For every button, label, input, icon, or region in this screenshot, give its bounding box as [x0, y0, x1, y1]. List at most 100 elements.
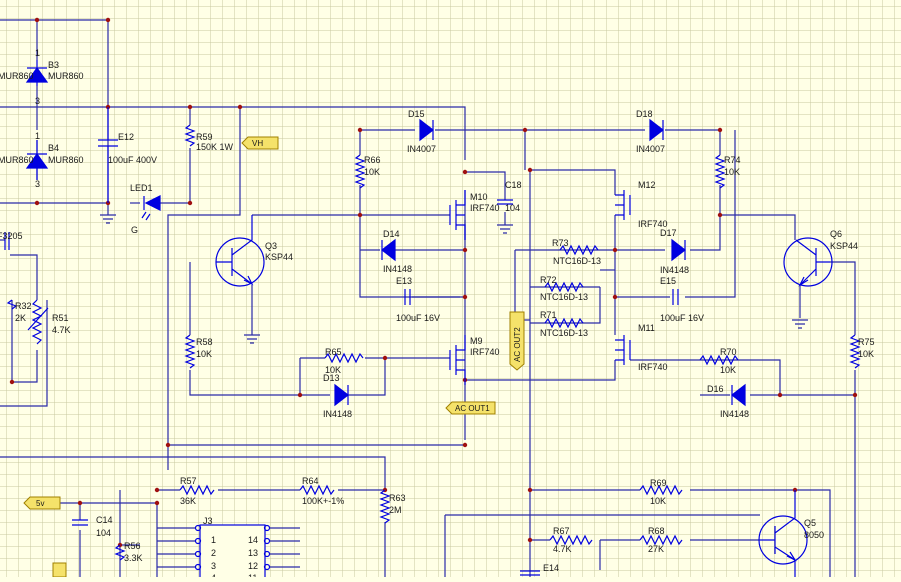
r51-value: 4.7K	[52, 325, 71, 335]
led1-pin: G	[131, 225, 138, 235]
j3-pin-1: 1	[211, 535, 216, 545]
r51-ref: R51	[52, 313, 69, 323]
q3-transistor-symbol	[215, 215, 265, 287]
c18-capacitor-symbol	[497, 199, 513, 205]
r75-value: 10K	[858, 349, 874, 359]
m12-mosfet-symbol	[615, 190, 631, 220]
r70-value: 10K	[720, 365, 736, 375]
r51-resistor-symbol	[27, 299, 49, 345]
r68-value: 27K	[648, 544, 664, 554]
r72-value: NTC16D-13	[540, 292, 588, 302]
r67-ref: R67	[553, 526, 570, 536]
b4-diode-symbol	[25, 140, 49, 180]
d16-ref: D16	[707, 384, 724, 394]
r74-ref: R74	[724, 155, 741, 165]
b4-pin3: 3	[35, 179, 40, 189]
r63-value: 2M	[389, 505, 402, 515]
c18-ref: C18	[505, 180, 522, 190]
r32-value: 2K	[15, 313, 26, 323]
ground-icon	[100, 214, 116, 224]
net-label-vh: VH	[241, 136, 279, 150]
d14-ref: D14	[383, 229, 400, 239]
j3-connector-body	[199, 524, 266, 582]
b4-value: MUR860	[48, 155, 84, 165]
r75-ref: R75	[858, 337, 875, 347]
m10-ref: M10	[470, 192, 488, 202]
j3-ref: J3	[203, 516, 213, 526]
j3-pin-12: 12	[248, 561, 258, 571]
q5-transistor-symbol	[758, 490, 808, 580]
r68-ref: R68	[648, 526, 665, 536]
d17-diode-symbol	[671, 238, 686, 262]
r70-ref: R70	[720, 347, 737, 357]
r56-value: 3.3K	[124, 553, 143, 563]
d15-diode-symbol	[419, 118, 434, 142]
ground-symbols	[100, 214, 808, 344]
f3205-ref: F3205	[0, 231, 23, 241]
led1-symbol	[141, 195, 161, 221]
e13-ref: E13	[396, 276, 412, 286]
r66-value: 10K	[364, 167, 380, 177]
ground-icon	[497, 224, 513, 234]
r68-resistor-symbol	[639, 534, 683, 546]
j3-pins	[194, 524, 271, 571]
r75-resistor-symbol	[849, 334, 861, 369]
m11-value: IRF740	[638, 362, 668, 372]
b3-pin3: 3	[35, 96, 40, 106]
e14-capacitor-symbol	[520, 570, 540, 576]
net-label-acout1: AC OUT1	[445, 401, 496, 415]
r69-value: 10K	[650, 496, 666, 506]
e14-ref: E14	[543, 563, 559, 573]
r56-resistor-symbol	[114, 544, 126, 561]
r73-value: NTC16D-13	[553, 256, 601, 266]
d15-value: IN4007	[407, 144, 436, 154]
c14-value: 104	[96, 528, 111, 538]
r71-value: NTC16D-13	[540, 328, 588, 338]
e15-value: 100uF 16V	[660, 313, 704, 323]
j3-pin-13: 13	[248, 548, 258, 558]
r32-ref: R32	[15, 301, 32, 311]
m9-ref: M9	[470, 336, 483, 346]
r64-resistor-symbol	[299, 484, 335, 496]
c14-ref: C14	[96, 515, 113, 525]
e12-capacitor-symbol	[98, 107, 118, 203]
b4-value-left: MUR860	[0, 155, 34, 165]
m9-mosfet-symbol	[449, 335, 466, 385]
j3-pin-11: 11	[248, 573, 257, 577]
m12-ref: M12	[638, 180, 656, 190]
c18-value: 104	[505, 203, 520, 213]
r69-ref: R69	[650, 478, 667, 488]
r63-resistor-symbol	[379, 489, 391, 524]
e13-capacitor-symbol	[404, 289, 411, 305]
d13-diode-symbol	[334, 383, 349, 407]
r72-resistor-symbol	[544, 281, 584, 293]
m11-mosfet-symbol	[615, 335, 631, 365]
j3-pin-3: 3	[211, 561, 216, 571]
svg-text:VH: VH	[252, 139, 263, 148]
d17-ref: D17	[660, 228, 677, 238]
r66-ref: R66	[364, 155, 381, 165]
b4-ref: B4	[48, 143, 59, 153]
q3-ref: Q3	[265, 241, 277, 251]
d14-diode-symbol	[381, 238, 396, 262]
f3205-symbol	[4, 232, 10, 250]
e15-capacitor-symbol	[672, 289, 679, 305]
m11-ref: M11	[638, 323, 655, 333]
b3-value: MUR860	[48, 71, 84, 81]
b3-value-left: MUR860	[0, 71, 34, 81]
d13-ref: D13	[323, 373, 340, 383]
q5-ref: Q5	[804, 518, 816, 528]
net-label-acout2: AC OUT2	[509, 311, 525, 371]
d14-value: IN4148	[383, 264, 412, 274]
m12-value: IRF740	[638, 219, 668, 229]
d18-value: IN4007	[636, 144, 665, 154]
r70-resistor-symbol	[699, 354, 739, 366]
e13-value: 100uF 16V	[396, 313, 440, 323]
d15-ref: D15	[408, 109, 425, 119]
b4-pin1: 1	[35, 131, 40, 141]
j3-pin-4: 4	[211, 573, 216, 577]
svg-text:AC OUT1: AC OUT1	[455, 404, 490, 413]
r63-ref: R63	[389, 493, 406, 503]
